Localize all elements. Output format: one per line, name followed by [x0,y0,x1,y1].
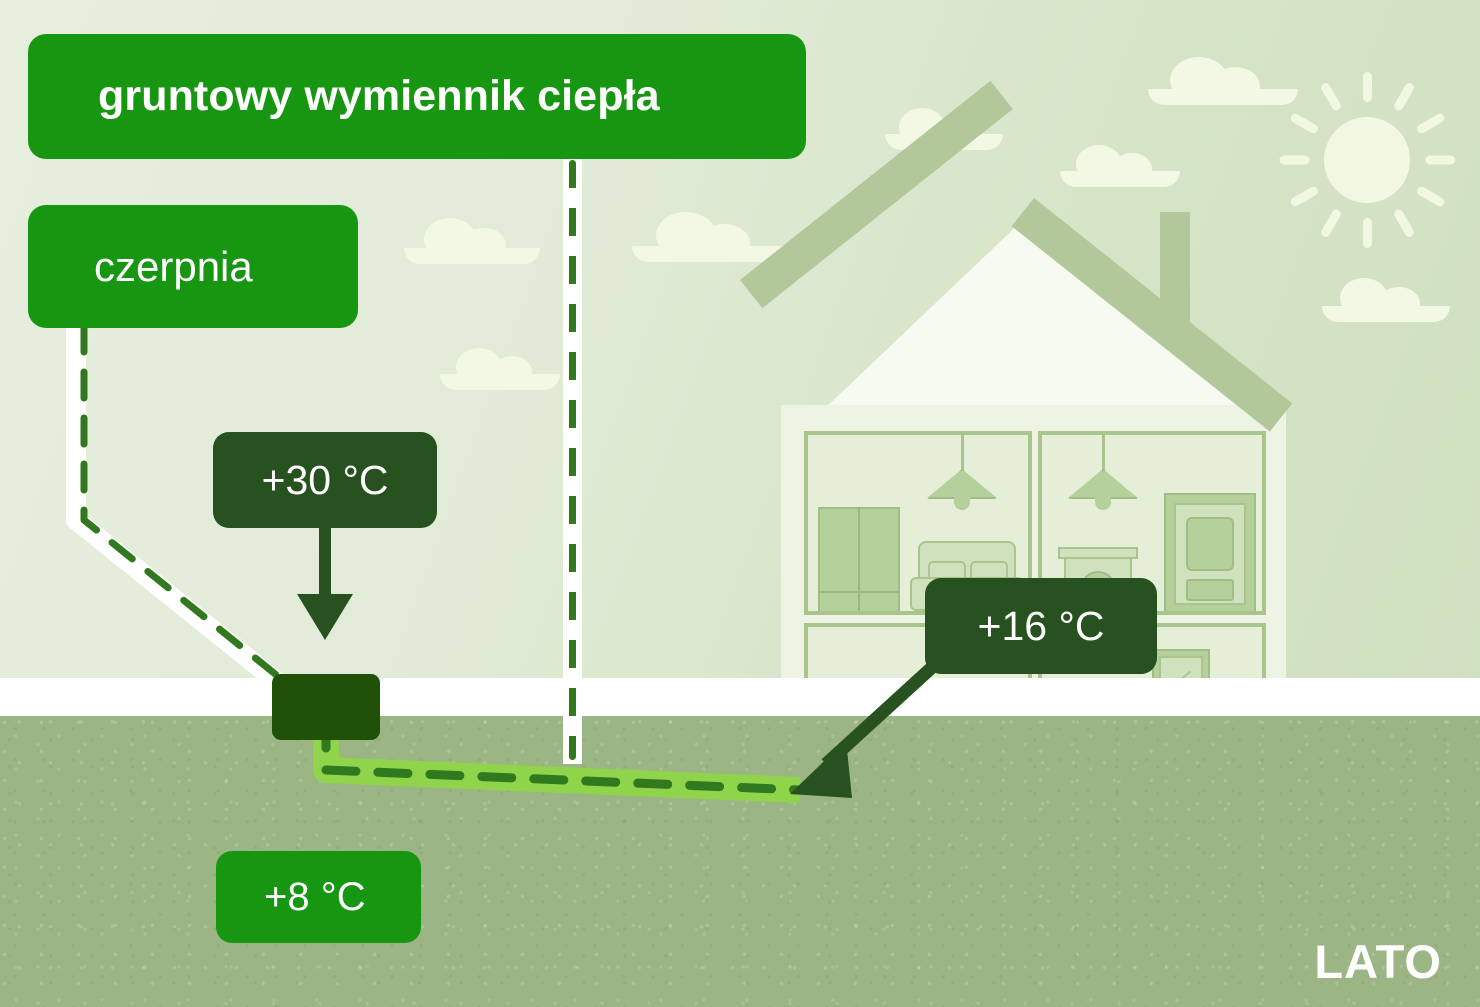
ground-surface-line [0,678,1480,718]
season-caption: LATO [1314,935,1442,988]
outdoor-temperature-text: +30 °C [261,456,389,503]
ground-temperature-text: +8 °C [264,874,366,919]
title-label-text: gruntowy wymiennik ciepła [98,72,660,120]
intake-label[interactable]: czerpnia [28,205,358,328]
outdoor-temperature-badge[interactable]: +30 °C [213,432,437,528]
intake-label-text: czerpnia [94,242,253,290]
indoor-temperature-text: +16 °C [977,602,1105,649]
cloud-icon [1060,145,1180,187]
sun-icon [1277,70,1457,250]
ground-intake-box-icon [272,674,380,740]
indoor-temperature-badge[interactable]: +16 °C [925,578,1157,674]
cloud-icon [440,348,560,390]
dashed-duct-line [569,160,576,760]
sun-core [1324,117,1410,203]
ground-temperature-label[interactable]: +8 °C [216,851,421,943]
cloud-icon [1322,278,1450,322]
title-label[interactable]: gruntowy wymiennik ciepła [28,34,806,159]
cloud-icon [1148,57,1298,105]
cloud-icon [404,218,540,264]
cloud-icon [632,212,792,262]
